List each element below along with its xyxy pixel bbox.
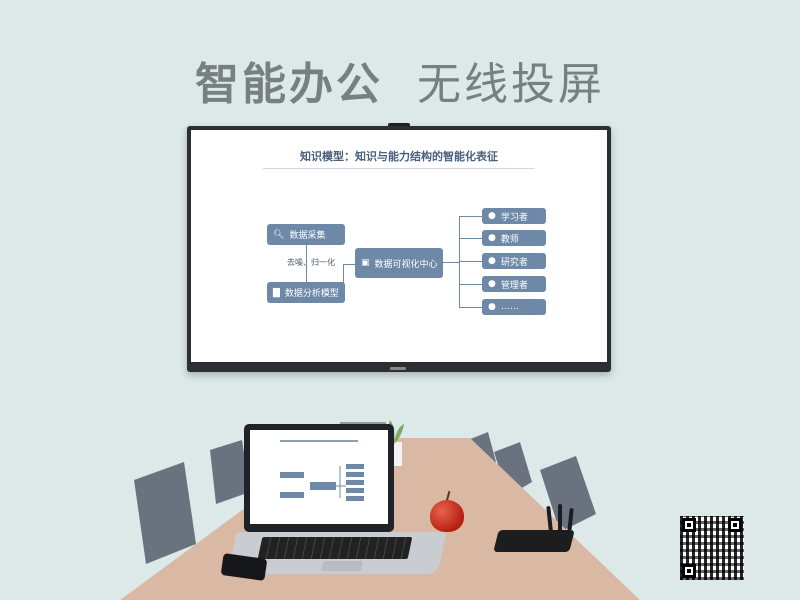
edge-label: 去噪、归一化 (287, 258, 335, 267)
chair (134, 440, 250, 564)
connector (441, 262, 459, 263)
user-icon: ● (488, 211, 496, 221)
laptop-keyboard (257, 537, 413, 559)
node-analysis-model: ▇ 数据分析模型 (267, 282, 345, 303)
connector (306, 245, 307, 283)
node-audience: ●…… (482, 299, 546, 315)
user-icon: ● (488, 279, 496, 289)
node-label: 数据分析模型 (284, 289, 339, 299)
connector (459, 307, 483, 308)
qr-finder (682, 518, 696, 532)
divider (263, 168, 535, 169)
node-audience: ●研究者 (482, 253, 546, 269)
user-icon: ● (488, 233, 496, 243)
search-icon: 🔍︎ (273, 229, 285, 240)
connector (343, 264, 355, 265)
tv-camera (388, 123, 410, 128)
tv-logo (390, 367, 406, 370)
router-antenna (558, 504, 562, 538)
mirrored-slide-thumbnail (280, 440, 364, 501)
connector (343, 264, 344, 292)
bar-chart-icon: ▇ (273, 287, 280, 298)
connector (459, 216, 483, 217)
node-visual-center: ▣ 数据可视化中心 (355, 248, 443, 278)
laptop (244, 424, 394, 532)
node-data-collect: 🔍︎ 数据采集 (267, 224, 345, 245)
headline: 智能办公无线投屏 (0, 48, 800, 112)
qr-code (680, 516, 744, 580)
user-icon: ● (488, 302, 496, 312)
node-audience: ●教师 (482, 230, 546, 246)
node-audience: ●学习者 (482, 208, 546, 224)
node-label: 数据可视化中心 (374, 259, 438, 270)
folder-icon: ▣ (361, 258, 370, 268)
connector (459, 216, 460, 308)
node-audience: ●管理者 (482, 276, 546, 292)
qr-finder (728, 518, 742, 532)
slide-title: 知识模型：知识与能力结构的智能化表征 (300, 150, 498, 163)
headline-part2: 无线投屏 (417, 59, 605, 110)
connector (459, 284, 483, 285)
connector (459, 238, 483, 239)
tv: 知识模型：知识与能力结构的智能化表征 🔍︎ 数据采集 去噪、归一化 ▇ 数据分析模型… (187, 126, 611, 372)
laptop-display (250, 430, 388, 524)
user-icon: ● (488, 256, 496, 266)
laptop-touchpad (320, 561, 364, 571)
node-label: 数据采集 (289, 231, 326, 241)
headline-part1: 智能办公 (195, 59, 383, 110)
tv-screen: 知识模型：知识与能力结构的智能化表征 🔍︎ 数据采集 去噪、归一化 ▇ 数据分析模型… (191, 130, 607, 362)
wireless-router (493, 530, 575, 552)
qr-finder (682, 564, 696, 578)
apple (430, 500, 464, 532)
connector (459, 261, 483, 262)
